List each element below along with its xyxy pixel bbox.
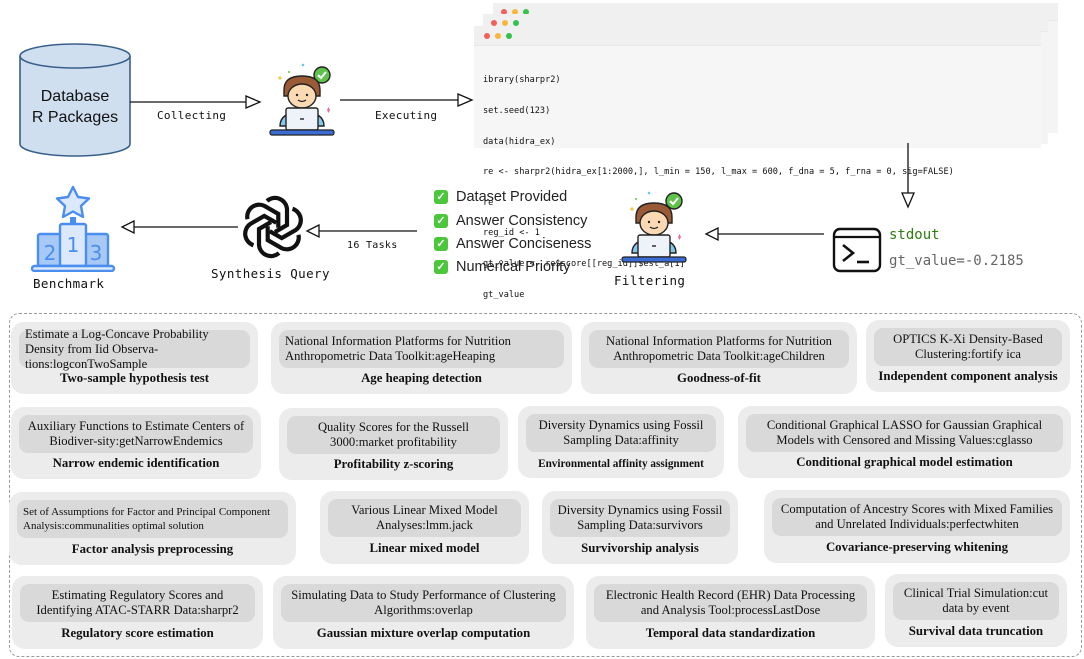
executing-label: Executing [375, 109, 438, 122]
checkbox-checked-icon: ✓ [434, 237, 448, 251]
code-window [474, 26, 1041, 148]
task-description: Clinical Trial Simulation:cut data by ev… [893, 582, 1059, 620]
filtering-label: Filtering [614, 273, 686, 288]
collecting-label: Collecting [157, 109, 227, 122]
task-title: Survivorship analysis [581, 541, 699, 555]
benchmark-podium-icon: 2 1 3 [30, 185, 116, 272]
criteria-item: ✓Numerical Priority [434, 257, 591, 277]
task-description: Conditional Graphical LASSO for Gaussian… [746, 414, 1063, 452]
arrow-collecting [130, 95, 262, 109]
task-card: Simulating Data to Study Performance of … [273, 576, 574, 649]
svg-text:2: 2 [44, 241, 57, 265]
minimize-dot [495, 33, 501, 39]
task-card: Estimate a Log-Concave Probability Densi… [11, 322, 258, 394]
task-card: Computation of Ancestry Scores with Mixe… [764, 490, 1070, 563]
arrow-executing [340, 93, 474, 107]
synthesis-query-label: Synthesis Query [211, 266, 330, 281]
task-description: Auxiliary Functions to Estimate Centers … [19, 415, 253, 453]
benchmark-label: Benchmark [33, 276, 105, 291]
task-description: Estimating Regulatory Scores and Identif… [20, 584, 255, 622]
llm-knot-icon [240, 195, 306, 260]
terminal-icon [832, 227, 882, 273]
checkbox-checked-icon: ✓ [434, 214, 448, 228]
arrow-to-benchmark [120, 219, 238, 235]
task-title: Linear mixed model [369, 541, 480, 555]
task-card: Quality Scores for the Russell 3000:mark… [279, 408, 508, 480]
task-title: Conditional graphical model estimation [796, 455, 1013, 469]
arrow-to-stdout [901, 143, 915, 209]
task-description: OPTICS K-Xi Density-Based Clustering:for… [874, 328, 1062, 366]
developer-icon [269, 63, 335, 136]
database-label: Database R Packages [18, 86, 132, 128]
task-description: National Information Platforms for Nutri… [279, 330, 564, 368]
arrow-to-synthesis [305, 223, 417, 239]
arrow-to-filtering [704, 226, 824, 242]
stdout-value: gt_value=-0.2185 [889, 253, 1024, 269]
task-card: Conditional Graphical LASSO for Gaussian… [738, 406, 1071, 478]
task-title: Gaussian mixture overlap computation [316, 626, 531, 640]
task-card: Diversity Dynamics using Fossil Sampling… [518, 406, 724, 478]
criteria-item: ✓Answer Conciseness [434, 234, 591, 254]
task-description: Simulating Data to Study Performance of … [281, 584, 566, 622]
task-description: Electronic Health Record (EHR) Data Proc… [594, 584, 867, 622]
code-line: gt_value [483, 289, 525, 300]
task-description: Diversity Dynamics using Fossil Sampling… [550, 499, 730, 537]
task-card: OPTICS K-Xi Density-Based Clustering:for… [866, 320, 1070, 392]
criteria-list: ✓Dataset Provided ✓Answer Consistency ✓A… [434, 187, 591, 277]
tasks-container [9, 313, 1082, 657]
task-title: Regulatory score estimation [61, 626, 214, 640]
task-title: Narrow endemic identification [52, 456, 220, 470]
database-label-line2: R Packages [31, 109, 119, 126]
criteria-item: ✓Dataset Provided [434, 187, 591, 207]
task-description: Quality Scores for the Russell 3000:mark… [287, 416, 500, 454]
code-line: re <- sharpr2(hidra_ex[1:2000,], l_min =… [483, 167, 954, 178]
checkbox-checked-icon: ✓ [434, 260, 448, 274]
task-description: Estimate a Log-Concave Probability Densi… [19, 327, 250, 371]
code-line: reg_id <- 1 [483, 228, 540, 239]
task-description: Computation of Ancestry Scores with Mixe… [772, 498, 1062, 536]
code-line: set.seed(123) [483, 106, 551, 117]
task-title: Goodness-of-fit [677, 371, 761, 385]
task-title: Covariance-preserving whitening [825, 540, 1009, 554]
task-description: Diversity Dynamics using Fossil Sampling… [526, 414, 716, 452]
svg-text:3: 3 [90, 241, 103, 265]
task-card: National Information Platforms for Nutri… [271, 322, 572, 394]
task-title: Independent component analysis [878, 369, 1058, 383]
task-title: Age heaping detection [361, 371, 482, 385]
task-card: Estimating Regulatory Scores and Identif… [12, 576, 263, 649]
close-dot [484, 33, 490, 39]
task-card: National Information Platforms for Nutri… [581, 322, 857, 394]
task-description: National Information Platforms for Nutri… [589, 330, 849, 368]
tasks-count-label: 16 Tasks [347, 240, 398, 251]
criteria-item: ✓Answer Consistency [434, 211, 591, 231]
maximize-dot [506, 33, 512, 39]
task-card: Electronic Health Record (EHR) Data Proc… [586, 576, 875, 649]
code-line: ibrary(sharpr2) [483, 75, 561, 86]
task-description: Set of Assumptions for Factor and Princi… [17, 500, 288, 538]
task-title: Temporal data standardization [645, 626, 816, 640]
checkbox-checked-icon: ✓ [434, 190, 448, 204]
code-line: re [483, 197, 494, 208]
task-title: Environmental affinity assignment [538, 458, 704, 470]
task-card: Diversity Dynamics using Fossil Sampling… [542, 491, 738, 564]
task-card: Clinical Trial Simulation:cut data by ev… [885, 574, 1067, 647]
task-card: Various Linear Mixed Model Analyses:lmm.… [320, 491, 529, 564]
task-card: Auxiliary Functions to Estimate Centers … [11, 407, 261, 479]
task-title: Factor analysis preprocessing [71, 542, 234, 556]
code-block: ibrary(sharpr2) set.seed(123) data(hidra… [483, 55, 954, 310]
svg-text:1: 1 [67, 233, 80, 257]
code-line: data(hidra_ex) [483, 136, 556, 147]
filtering-developer-icon [621, 191, 687, 263]
task-title: Two-sample hypothesis test [59, 371, 210, 385]
task-title: Survival data truncation [908, 624, 1044, 638]
database-label-line1: Database [40, 88, 110, 105]
task-card: Set of Assumptions for Factor and Princi… [9, 492, 296, 565]
database-cylinder-icon [19, 43, 131, 157]
task-description: Various Linear Mixed Model Analyses:lmm.… [328, 499, 521, 537]
stdout-label: stdout [889, 227, 940, 243]
code-line: gt_value <- re$score[[reg_id]]$est_a[1] [483, 259, 685, 270]
task-title: Profitability z-scoring [333, 457, 454, 471]
